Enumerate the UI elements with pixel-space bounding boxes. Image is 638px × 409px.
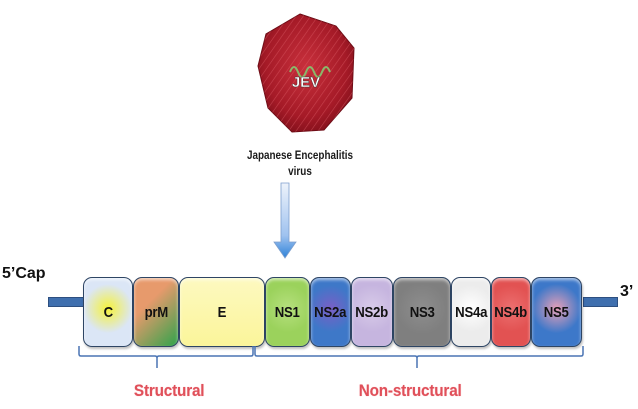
gene-label: NS4a xyxy=(455,303,487,321)
gene-ns2a: NS2a xyxy=(310,277,351,347)
three-prime-utr-line xyxy=(583,297,618,307)
gene-label: NS1 xyxy=(275,303,300,321)
structural-brace xyxy=(78,346,254,368)
gene-ns3: NS3 xyxy=(393,277,451,347)
gene-label: NS3 xyxy=(409,303,435,321)
jev-virus-illustration: JEV xyxy=(257,13,355,133)
group-braces xyxy=(78,346,584,368)
gene-ns1: NS1 xyxy=(265,277,310,347)
five-prime-cap-label: 5’Cap xyxy=(2,265,46,282)
gene-ns5: NS5 xyxy=(531,277,582,347)
structural-label: Structural xyxy=(133,381,205,400)
gene-label: NS2a xyxy=(314,303,347,321)
five-prime-utr-line xyxy=(48,297,86,307)
gene-label: prM xyxy=(144,303,168,321)
virus-caption: Japanese Encephalitis virus xyxy=(214,148,386,180)
down-arrow-icon xyxy=(273,182,297,259)
gene-ns4a: NS4a xyxy=(451,277,491,347)
gene-ns2b: NS2b xyxy=(351,277,393,347)
gene-label: NS2b xyxy=(355,303,389,321)
three-prime-label: 3’ xyxy=(620,283,634,300)
virus-label: JEV xyxy=(292,74,320,91)
gene-prm: prM xyxy=(133,277,179,347)
nonstructural-brace xyxy=(254,346,584,368)
virus-caption-line1: Japanese Encephalitis xyxy=(246,150,354,162)
gene-label: C xyxy=(103,303,113,321)
gene-label: NS5 xyxy=(544,303,569,321)
nonstructural-label: Non-structural xyxy=(358,381,462,400)
rna-strand xyxy=(289,66,331,78)
gene-e: E xyxy=(179,277,265,347)
gene-label: NS4b xyxy=(494,303,528,321)
gene-c: C xyxy=(83,277,133,347)
gene-label: E xyxy=(217,303,227,321)
virus-caption-line2: virus xyxy=(288,166,312,178)
gene-ns4b: NS4b xyxy=(491,277,531,347)
